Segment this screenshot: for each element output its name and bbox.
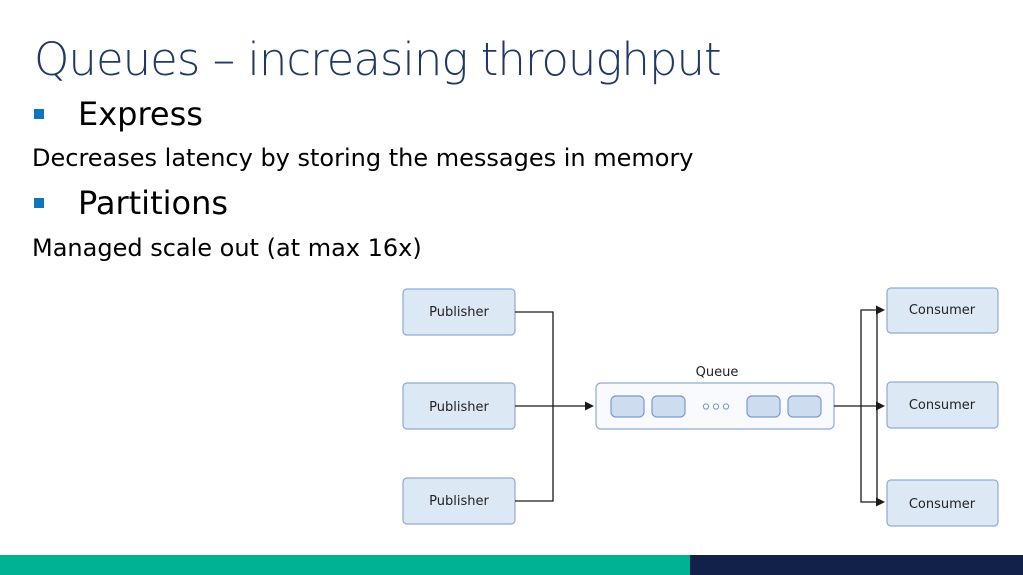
- queue-message-slot: [610, 395, 645, 418]
- bullet-express: Express: [34, 94, 203, 134]
- arrow-head-icon: [876, 305, 885, 315]
- consumer-label: Consumer: [909, 398, 976, 413]
- publisher-node: Publisher: [402, 382, 516, 430]
- bullet-description: Managed scale out (at max 16x): [32, 234, 422, 262]
- ellipsis-icon: [722, 403, 730, 410]
- publisher-node: Publisher: [402, 477, 516, 525]
- footer-bar-teal: [0, 555, 690, 575]
- arrow-head-icon: [876, 497, 885, 507]
- consumer-label: Consumer: [909, 303, 976, 318]
- arrow-head-icon: [585, 401, 594, 411]
- bullet-partitions: Partitions: [34, 183, 228, 223]
- publisher-label: Publisher: [429, 305, 489, 320]
- consumer-connector: [860, 406, 877, 503]
- footer-bar-navy: [690, 555, 1023, 575]
- queue-message-slot: [651, 395, 686, 418]
- slide-title: Queues – increasing throughput: [34, 33, 722, 86]
- consumer-connector: [860, 309, 877, 406]
- queue-label: Queue: [696, 365, 739, 380]
- bullet-heading: Express: [78, 95, 203, 133]
- queue-message-slot: [787, 395, 822, 418]
- consumer-node: Consumer: [886, 479, 999, 527]
- queue-message-slot: [746, 395, 781, 418]
- publisher-label: Publisher: [429, 400, 489, 415]
- queue-diagram: Publisher Publisher Publisher Queue Cons…: [402, 287, 999, 527]
- ellipsis-icon: [702, 403, 710, 410]
- publisher-label: Publisher: [429, 494, 489, 509]
- bullet-heading: Partitions: [78, 184, 229, 222]
- queue-node: [595, 382, 835, 430]
- consumer-node: Consumer: [886, 381, 999, 429]
- bullet-square-icon: [34, 109, 44, 119]
- publisher-node: Publisher: [402, 288, 516, 336]
- consumer-label: Consumer: [909, 497, 976, 512]
- bullet-description: Decreases latency by storing the message…: [32, 144, 694, 172]
- bullet-square-icon: [34, 198, 44, 208]
- consumer-node: Consumer: [886, 287, 999, 334]
- ellipsis-icon: [712, 403, 720, 410]
- arrow-head-icon: [876, 401, 885, 411]
